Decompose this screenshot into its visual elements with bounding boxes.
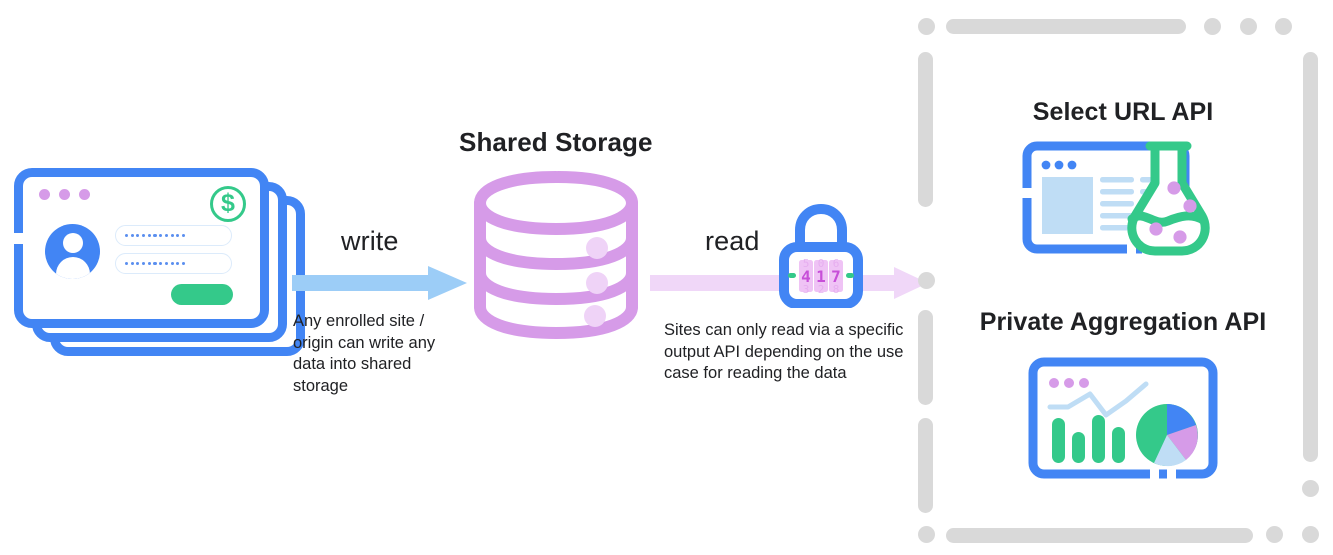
svg-text:5: 5 xyxy=(803,257,810,270)
panel-border-dot xyxy=(918,526,935,543)
panel-border-dot xyxy=(1302,480,1319,497)
storage-title: Shared Storage xyxy=(459,127,653,157)
read-caption: Sites can only read via a specific outpu… xyxy=(664,321,904,382)
card-edge-notch xyxy=(12,233,25,244)
svg-text:0: 0 xyxy=(818,257,825,270)
masked-text xyxy=(125,233,185,238)
window-dot-icon xyxy=(59,189,70,200)
panel-border-dash xyxy=(918,310,933,405)
svg-text:3: 3 xyxy=(803,283,810,296)
svg-text:7: 7 xyxy=(831,267,841,286)
window-dots xyxy=(39,189,90,200)
panel-border-dash xyxy=(918,418,933,513)
username-field[interactable] xyxy=(115,225,232,246)
private-aggregation-api-title: Private Aggregation API xyxy=(979,308,1267,336)
panel-border-dot xyxy=(918,272,935,289)
database-cylinder-icon xyxy=(473,171,639,340)
browser-window-with-flask-icon xyxy=(1022,141,1210,256)
write-label: write xyxy=(341,226,399,256)
select-url-api-title: Select URL API xyxy=(1032,98,1214,126)
output-apis-panel: Select URL API xyxy=(918,10,1328,545)
panel-border-dot xyxy=(1275,18,1292,35)
write-caption: Any enrolled site / origin can write any… xyxy=(293,312,436,395)
read-label: read xyxy=(705,226,760,256)
money-icon: $ xyxy=(210,186,246,222)
panel-border-dash xyxy=(918,52,933,207)
panel-border-dash xyxy=(946,19,1186,34)
masked-text xyxy=(125,261,185,266)
avatar xyxy=(45,224,100,279)
svg-text:2: 2 xyxy=(818,283,825,296)
panel-border-dot xyxy=(1204,18,1221,35)
publisher-site-cards: $ xyxy=(12,168,314,363)
submit-button[interactable] xyxy=(171,284,233,305)
svg-text:6: 6 xyxy=(833,257,840,270)
password-field[interactable] xyxy=(115,253,232,274)
avatar-head xyxy=(62,233,83,253)
panel-border-dot xyxy=(1302,526,1319,543)
avatar-body xyxy=(55,257,90,279)
browser-window-with-charts-icon xyxy=(1028,357,1218,479)
write-arrow-icon xyxy=(292,266,467,300)
svg-text:1: 1 xyxy=(816,267,826,286)
window-dot-icon xyxy=(79,189,90,200)
svg-text:8: 8 xyxy=(833,283,840,296)
panel-border-dash xyxy=(1303,52,1318,462)
panel-border-dash xyxy=(946,528,1253,543)
svg-text:4: 4 xyxy=(801,267,811,286)
browser-card-front: $ xyxy=(12,168,269,328)
window-dot-icon xyxy=(39,189,50,200)
panel-border-dot xyxy=(1266,526,1283,543)
panel-border-dot xyxy=(1240,18,1257,35)
panel-border-dot xyxy=(918,18,935,35)
